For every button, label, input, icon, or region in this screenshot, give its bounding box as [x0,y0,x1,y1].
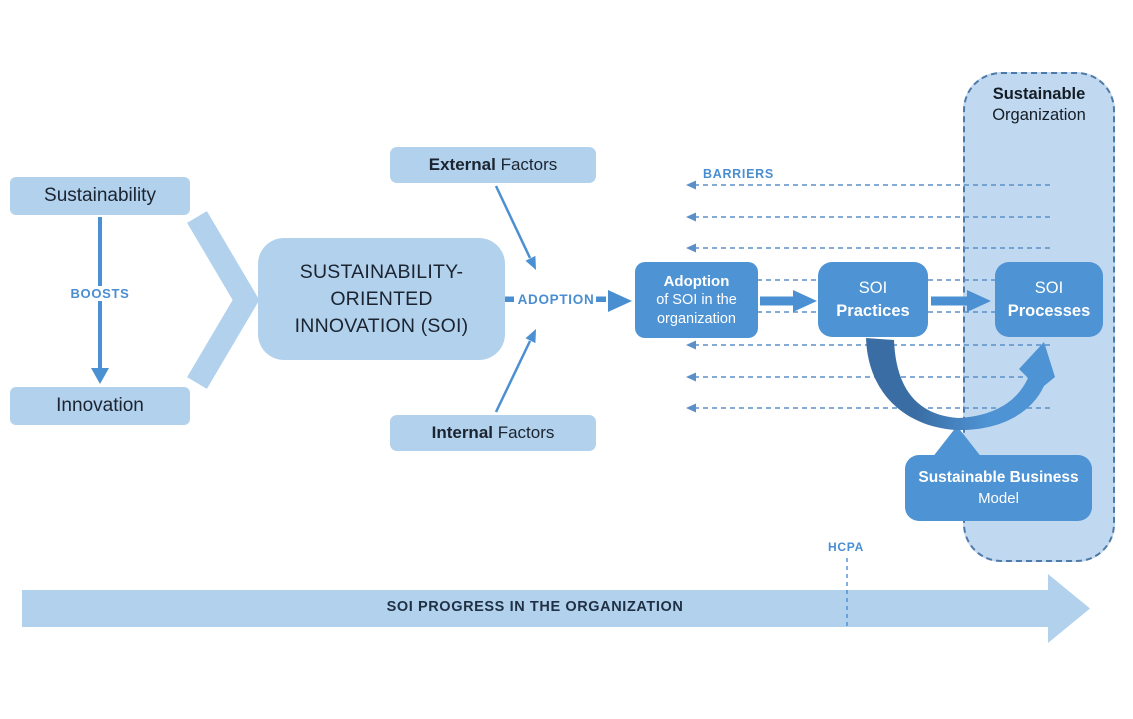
progress-arrow [22,574,1090,643]
barrier-arrows [686,180,1053,413]
external-factors-arrow [494,185,536,270]
business-model-pointer [928,426,986,463]
chevron-right-icon [187,211,260,389]
adoption-to-practices-arrow [760,290,817,312]
practices-to-processes-arrow [931,290,991,312]
boosts-arrow [91,217,109,384]
practices-to-processes-curved-arrow [866,338,1055,431]
adoption-connector-arrow [504,290,632,312]
internal-factors-arrow [494,329,536,413]
